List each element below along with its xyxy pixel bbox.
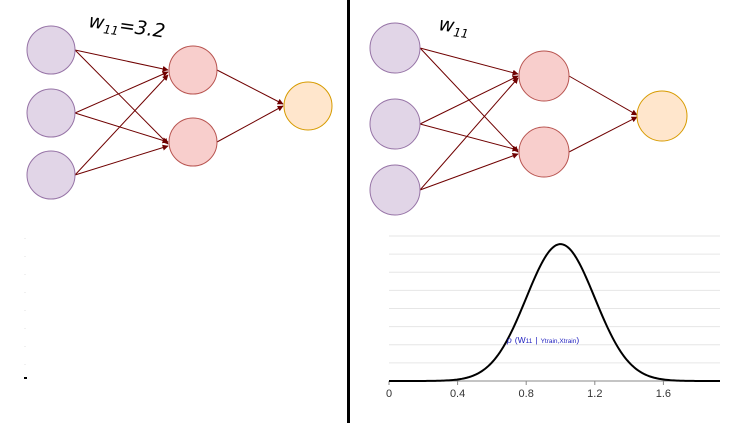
edge xyxy=(568,116,638,153)
x-tick-label: 1.6 xyxy=(656,388,671,400)
posterior-chart: 0 0.4 0.8 1.2 1.6 p(W11|Ytrain,Xtrain) xyxy=(386,235,720,400)
left-weight-label: w11=3.2 xyxy=(87,10,167,44)
input-node xyxy=(26,25,76,75)
edge xyxy=(419,47,519,76)
hidden-node xyxy=(168,45,218,95)
input-node xyxy=(369,98,421,150)
x-axis-ticks: 0 0.4 0.8 1.2 1.6 xyxy=(386,381,671,400)
x-tick-label: 1.2 xyxy=(587,388,602,400)
panel-divider xyxy=(347,0,350,423)
hidden-node xyxy=(168,117,218,167)
edge xyxy=(74,112,169,144)
output-node xyxy=(636,90,688,142)
posterior-annotation: p(W11|Ytrain,Xtrain) xyxy=(506,335,579,345)
edge xyxy=(74,144,169,176)
hidden-node xyxy=(518,126,570,178)
right-weight-label: w11 xyxy=(437,13,471,41)
edge xyxy=(216,105,284,143)
right-edges xyxy=(419,47,638,191)
edge xyxy=(419,153,519,191)
input-node xyxy=(369,164,421,216)
edge xyxy=(216,69,284,105)
x-tick-label: 0.8 xyxy=(519,388,534,400)
edge xyxy=(419,123,519,152)
x-tick-label: 0 xyxy=(386,388,392,400)
edge xyxy=(74,49,169,145)
edge xyxy=(74,49,169,72)
input-node xyxy=(26,150,76,200)
posterior-curve xyxy=(389,243,720,382)
chart-gridlines xyxy=(389,235,720,364)
input-node xyxy=(26,88,76,138)
x-tick-label: 0.4 xyxy=(450,388,465,400)
right-network: w11 xyxy=(369,13,688,216)
edge xyxy=(419,77,519,191)
input-node xyxy=(369,22,421,74)
left-axis-mark xyxy=(24,377,27,379)
output-node xyxy=(283,81,333,131)
edge xyxy=(568,75,638,116)
edge xyxy=(419,75,519,125)
left-network: w11=3.2 xyxy=(26,10,333,200)
left-edges xyxy=(74,49,284,176)
edge xyxy=(74,71,169,114)
hidden-node xyxy=(518,50,570,102)
edge xyxy=(74,74,169,176)
